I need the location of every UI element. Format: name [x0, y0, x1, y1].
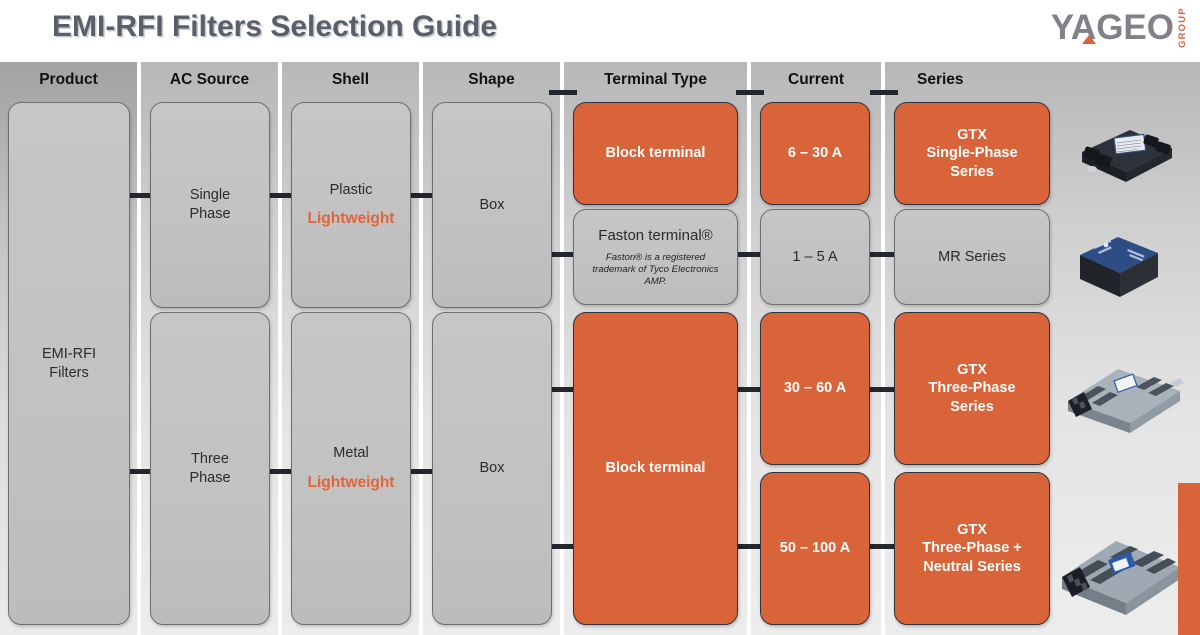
node-shell-metal[interactable]: Metal Lightweight	[291, 312, 411, 625]
connector-terminal-to-current-3	[736, 387, 764, 392]
photo-gtx-three-phase	[1058, 357, 1186, 435]
column-header-ac-source: AC Source	[169, 71, 250, 88]
column-header-series: Series	[917, 71, 964, 88]
node-terminal-block-bottom[interactable]: Block terminal	[573, 312, 738, 625]
node-terminal-faston[interactable]: Faston terminal® Faston® is a registered…	[573, 209, 738, 305]
connector-ac-to-shell-single	[267, 193, 295, 198]
node-ac-single-line2: Phase	[189, 206, 231, 222]
node-shape-box-top-label: Box	[479, 196, 505, 213]
node-shell-plastic-note: Lightweight	[307, 210, 395, 228]
connector-current-to-series-2	[870, 252, 898, 257]
node-product-line2: Filters	[49, 364, 89, 381]
node-terminal-block-top[interactable]: Block terminal	[573, 102, 738, 205]
selection-matrix: Product AC Source Shell Shape Terminal T…	[0, 62, 1200, 635]
node-shell-plastic-material: Plastic	[329, 181, 373, 198]
node-series-gtx-three-line3: Series	[950, 398, 994, 415]
node-series-gtx-neutral-line1: GTX	[957, 521, 987, 538]
node-ac-single-line1: Single	[189, 187, 231, 204]
node-shape-box-top[interactable]: Box	[432, 102, 552, 308]
node-ac-single-phase[interactable]: Single Phase	[150, 102, 270, 308]
node-current-6-30a[interactable]: 6 – 30 A	[760, 102, 870, 205]
column-header-terminal-type: Terminal Type	[604, 71, 707, 88]
connector-terminal-to-current-1	[736, 90, 764, 95]
node-terminal-block-top-label: Block terminal	[605, 145, 706, 162]
node-current-1-5a-label: 1 – 5 A	[792, 248, 838, 265]
connector-shape-to-block-top	[549, 90, 577, 95]
connector-shape-to-faston	[549, 252, 577, 257]
node-terminal-faston-fineprint: Faston® is a registered trademark of Tyc…	[592, 252, 719, 288]
node-product-line1: EMI-RFI	[42, 345, 96, 362]
column-header-shape: Shape	[468, 71, 515, 88]
node-shape-box-bottom-label: Box	[479, 460, 505, 477]
node-current-50-100a[interactable]: 50 – 100 A	[760, 472, 870, 625]
connector-current-to-series-3	[870, 387, 898, 392]
yageo-logo: YAGEO GROUP	[1050, 7, 1188, 52]
connector-shell-to-shape-plastic	[408, 193, 436, 198]
node-current-1-5a[interactable]: 1 – 5 A	[760, 209, 870, 305]
node-series-gtx-three-line1: GTX	[957, 361, 987, 378]
node-terminal-faston-label: Faston terminal®	[598, 226, 713, 244]
node-series-gtx-single-line1: GTX	[957, 126, 987, 143]
node-shell-metal-material: Metal	[333, 445, 369, 462]
node-series-gtx-neutral-line2: Three-Phase +	[922, 540, 1022, 557]
connector-current-to-series-1	[870, 90, 898, 95]
node-series-mr[interactable]: MR Series	[894, 209, 1050, 305]
node-series-gtx-three-neutral[interactable]: GTX Three-Phase + Neutral Series	[894, 472, 1050, 625]
right-edge-orange-tab	[1178, 483, 1200, 635]
node-series-mr-label: MR Series	[938, 248, 1006, 265]
node-series-gtx-three-line2: Three-Phase	[928, 380, 1016, 397]
photo-gtx-single-phase	[1068, 122, 1178, 188]
node-series-gtx-three-phase[interactable]: GTX Three-Phase Series	[894, 312, 1050, 465]
page-title: EMI-RFI Filters Selection Guide	[52, 10, 498, 43]
node-series-gtx-single-line2: Single-Phase	[926, 145, 1018, 162]
node-shell-plastic[interactable]: Plastic Lightweight	[291, 102, 411, 308]
node-series-gtx-neutral-line3: Neutral Series	[923, 558, 1021, 575]
connector-shape-to-block-bottom	[549, 387, 577, 392]
connector-ac-to-shell-three	[267, 469, 295, 474]
node-series-gtx-single-phase[interactable]: GTX Single-Phase Series	[894, 102, 1050, 205]
node-current-50-100a-label: 50 – 100 A	[779, 540, 851, 557]
connector-product-to-ac	[126, 193, 154, 198]
connector-shell-to-shape-metal	[408, 469, 436, 474]
node-terminal-block-bottom-label: Block terminal	[605, 460, 706, 477]
node-product-emi-rfi-filters[interactable]: EMI-RFI Filters	[8, 102, 130, 625]
connector-product-to-ac-2	[126, 469, 154, 474]
connector-terminal-to-current-2	[736, 252, 764, 257]
node-ac-three-line2: Phase	[189, 469, 231, 486]
connector-terminal-to-current-4	[736, 544, 764, 549]
connector-shape-to-block-bottom-2	[549, 544, 577, 549]
node-shell-metal-note: Lightweight	[307, 473, 395, 491]
column-header-shell: Shell	[331, 71, 370, 88]
node-current-30-60a-label: 30 – 60 A	[783, 380, 847, 397]
column-header-current: Current	[788, 71, 844, 88]
column-header-product: Product	[39, 71, 98, 88]
connector-current-to-series-4	[870, 544, 898, 549]
node-ac-three-phase[interactable]: Three Phase	[150, 312, 270, 625]
node-series-gtx-single-line3: Series	[950, 163, 994, 180]
node-shape-box-bottom[interactable]: Box	[432, 312, 552, 625]
node-current-30-60a[interactable]: 30 – 60 A	[760, 312, 870, 465]
logo-wordmark: YAGEO	[1050, 8, 1174, 47]
logo-group-label: GROUP	[1177, 7, 1188, 48]
photo-gtx-three-phase-neutral	[1050, 527, 1186, 615]
node-ac-three-line1: Three	[191, 450, 229, 467]
photo-mr-series	[1072, 227, 1164, 299]
node-current-6-30a-label: 6 – 30 A	[787, 145, 843, 162]
logo-triangle-icon	[1081, 35, 1096, 44]
